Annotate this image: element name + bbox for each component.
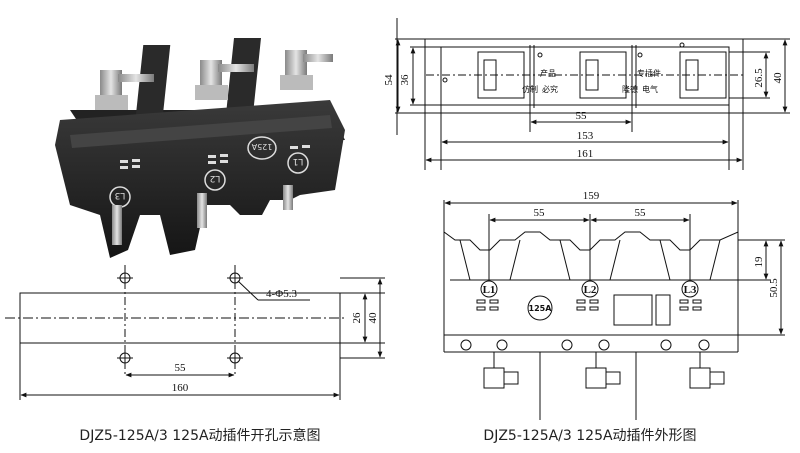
text-chanpin: 产品 xyxy=(540,68,556,78)
caption-outline-drawing: DJZ5-125A/3 125A动插件外形图 xyxy=(483,428,696,444)
dim-hole-note: 4-Φ5.3 xyxy=(266,288,297,300)
text-zhuanchajian: 专插件 xyxy=(637,68,661,78)
dim-front-55a: 55 xyxy=(534,207,546,219)
dim-top-161: 161 xyxy=(577,148,594,160)
dim-front-50-5: 50.5 xyxy=(768,278,780,298)
dim-top-54: 54 xyxy=(383,74,395,86)
front-label-l3: L3 xyxy=(684,284,697,296)
dim-top-153: 153 xyxy=(577,130,594,142)
terminal-1 xyxy=(95,70,154,110)
dim-front-19: 19 xyxy=(753,256,765,268)
front-view-drawing xyxy=(443,200,785,420)
text-fangzhi: 仿制 xyxy=(522,84,538,94)
dim-top-36: 36 xyxy=(399,74,411,86)
dim-hole-26: 26 xyxy=(351,312,363,324)
dim-hole-160: 160 xyxy=(172,382,189,394)
front-label-l1: L1 xyxy=(483,284,496,296)
dim-front-55b: 55 xyxy=(635,207,647,219)
dim-hole-40: 40 xyxy=(367,312,379,324)
top-view-labels: 54 36 26.5 40 55 153 161 产品 必究 仿制 专插件 电气… xyxy=(383,68,784,160)
caption-hole-diagram: DJZ5-125A/3 125A动插件开孔示意图 xyxy=(79,427,320,444)
photo-label-l1: L1 xyxy=(293,156,304,166)
dim-front-159: 159 xyxy=(583,190,600,202)
text-longde: 隆德 xyxy=(622,84,638,94)
dim-hole-55: 55 xyxy=(175,362,187,374)
text-dianqi: 电气 xyxy=(642,84,658,94)
front-label-l2: L2 xyxy=(584,284,597,296)
front-view-labels: 159 55 55 19 50.5 L1 L2 L3 125A xyxy=(483,190,780,313)
hole-diagram-drawing xyxy=(5,265,385,400)
terminal-2 xyxy=(195,60,254,100)
photo-label-l2: L2 xyxy=(210,173,221,183)
dim-top-26-5: 26.5 xyxy=(753,68,765,88)
hole-diagram-labels: 4-Φ5.3 55 160 26 40 xyxy=(172,288,379,394)
text-bijiu: 必究 xyxy=(542,84,558,94)
terminal-3 xyxy=(280,50,333,90)
front-rating: 125A xyxy=(529,304,553,313)
photo-label-l3: L3 xyxy=(115,190,126,200)
dim-top-40: 40 xyxy=(772,72,784,84)
photo-rating: 125A xyxy=(251,142,272,151)
product-photo: L3 L2 L1 125A xyxy=(55,38,345,258)
dim-top-55: 55 xyxy=(576,110,588,122)
top-view-drawing xyxy=(395,18,790,170)
